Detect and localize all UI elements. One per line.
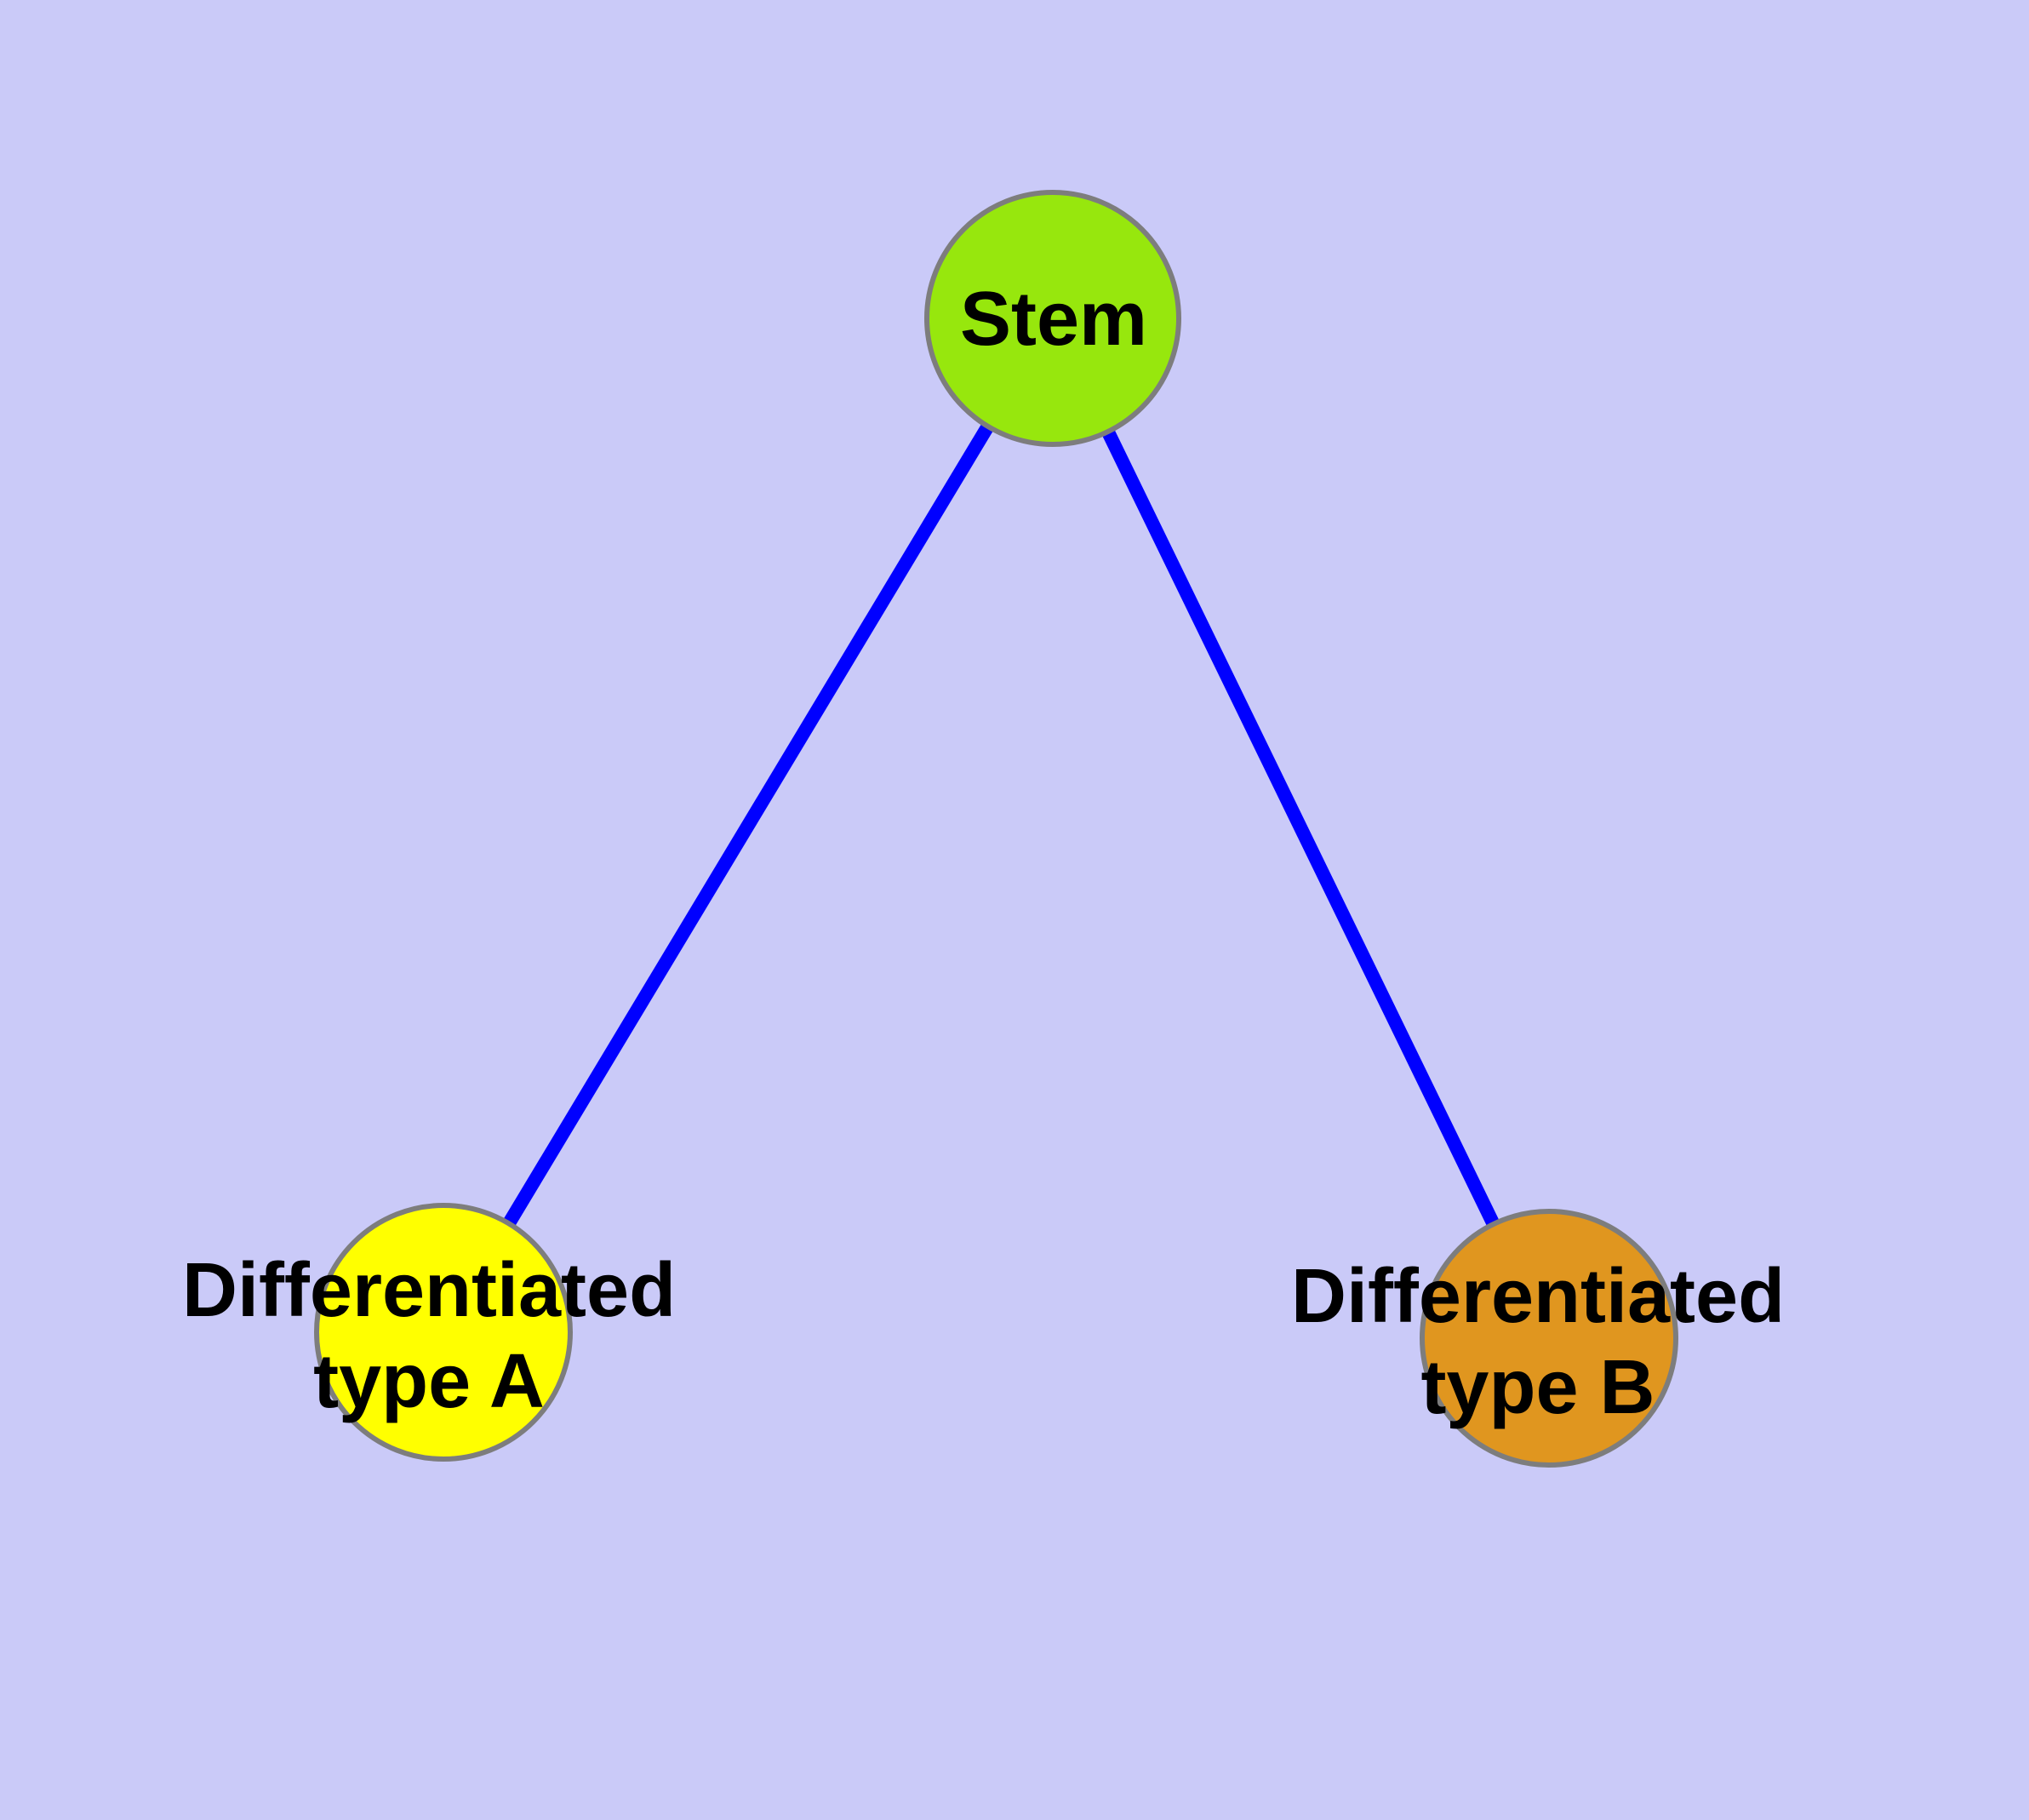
node-label-stem: Stem: [959, 277, 1148, 362]
edge-stem-diff-type-a: [437, 314, 1059, 1336]
node-label-diff-type-b: Differentiated type B: [1290, 1254, 1786, 1430]
node-diff-type-a: [314, 1203, 573, 1462]
node-label-diff-type-a: Differentiated type A: [181, 1248, 677, 1424]
edge-stem-diff-type-b: [1046, 315, 1556, 1342]
node-stem: [924, 190, 1181, 447]
node-diff-type-b: [1420, 1209, 1678, 1468]
